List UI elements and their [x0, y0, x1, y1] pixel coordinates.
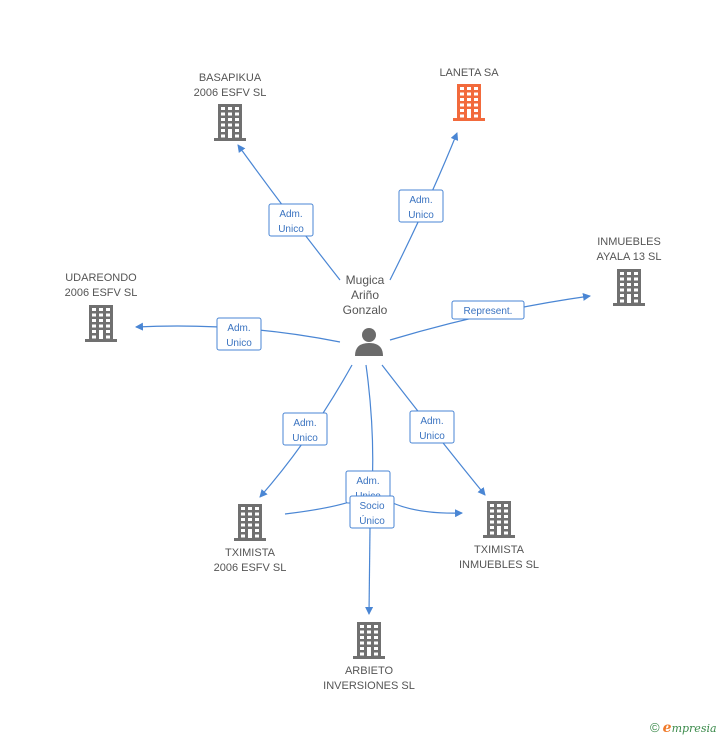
- building-icon-inmuebles-ayala[interactable]: [613, 269, 645, 306]
- edge-label-text: Adm.: [420, 416, 443, 427]
- building-icon-basapikua[interactable]: [214, 104, 246, 141]
- edge-label: Represent.: [451, 300, 525, 320]
- person-icon[interactable]: [355, 328, 383, 356]
- edge-label-text: Unico: [408, 210, 434, 221]
- brand-initial: e: [662, 720, 672, 736]
- company-label-laneta[interactable]: LANETA SA: [439, 67, 499, 79]
- edge-label: Adm. Unico: [282, 412, 328, 446]
- company-label-tximista-inmuebles[interactable]: TXIMISTA: [474, 544, 525, 556]
- company-label-udareondo[interactable]: 2006 ESFV SL: [65, 287, 138, 299]
- edge-label-text: Adm.: [227, 323, 250, 334]
- empresia-logo: © empresia: [650, 720, 717, 736]
- company-label-arbieto[interactable]: ARBIETO: [345, 665, 394, 677]
- edge-label: Adm. Unico: [398, 189, 444, 223]
- building-icon-arbieto[interactable]: [353, 622, 385, 659]
- company-label-tximista-2006[interactable]: TXIMISTA: [225, 547, 276, 559]
- company-label-arbieto[interactable]: INVERSIONES SL: [323, 680, 415, 692]
- edge-label-text: Unico: [278, 224, 304, 235]
- brand-name: mpresia: [671, 722, 717, 735]
- person-name[interactable]: Gonzalo: [343, 303, 388, 317]
- edge-arbieto: [365, 527, 374, 615]
- edge-label-text: Adm.: [279, 209, 302, 220]
- company-label-tximista-inmuebles[interactable]: INMUEBLES SL: [459, 559, 539, 571]
- company-label-basapikua[interactable]: BASAPIKUA: [199, 72, 262, 84]
- company-label-tximista-2006[interactable]: 2006 ESFV SL: [214, 562, 287, 574]
- building-icon-tximista-2006[interactable]: [234, 504, 266, 541]
- edge-label-text: Único: [359, 514, 385, 527]
- company-label-inmuebles-ayala[interactable]: INMUEBLES: [597, 236, 661, 248]
- company-label-udareondo[interactable]: UDAREONDO: [65, 272, 137, 284]
- edge-label-text: Unico: [226, 338, 252, 349]
- copyright-symbol: ©: [650, 720, 660, 735]
- person-name[interactable]: Mugica: [346, 273, 385, 287]
- edge-label-text: Represent.: [464, 306, 513, 317]
- edge-label-text: Unico: [419, 431, 445, 442]
- edge-label-text: Adm.: [409, 195, 432, 206]
- building-icon-tximista-inmuebles[interactable]: [483, 501, 515, 538]
- edge-label-text: Adm.: [356, 476, 379, 487]
- building-icon-laneta[interactable]: [453, 84, 485, 121]
- edge-label: Adm. Unico: [216, 317, 262, 351]
- edge-label: Adm. Unico: [268, 203, 314, 237]
- edge-label-text: Socio: [359, 501, 384, 512]
- building-icon-udareondo[interactable]: [85, 305, 117, 342]
- company-label-basapikua[interactable]: 2006 ESFV SL: [194, 87, 267, 99]
- edge-label: Adm. Unico: [409, 410, 455, 444]
- edge-label-text: Adm.: [293, 418, 316, 429]
- company-label-inmuebles-ayala[interactable]: AYALA 13 SL: [596, 251, 661, 263]
- person-name[interactable]: Ariño: [351, 288, 379, 302]
- edge-label-text: Unico: [292, 433, 318, 444]
